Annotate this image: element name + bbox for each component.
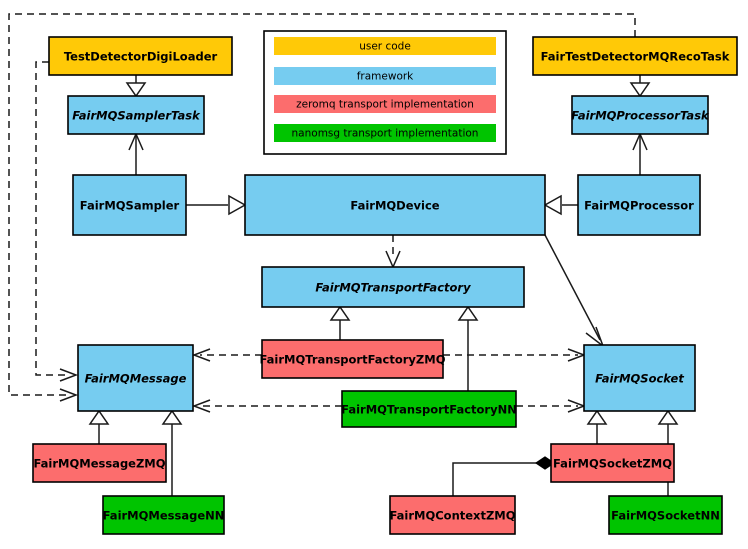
- edge-sampler-to-samplertask: [128, 132, 144, 175]
- node-box: [48, 36, 233, 76]
- node-fairmqtransportfactoryzmq-label: FairMQTransportFactoryZMQ: [259, 353, 445, 367]
- node-fairmqtransportfactory[interactable]: FairMQTransportFactory: [261, 266, 525, 308]
- edge-digiloader-to-message: [35, 61, 79, 382]
- node-box: [583, 344, 696, 412]
- node-box: [571, 95, 709, 135]
- edge-processor-to-processortask: [632, 132, 648, 175]
- legend-swatch-user-code: [274, 37, 496, 55]
- node-box: [389, 495, 516, 535]
- node-fairmqprocessor-label: FairMQProcessor: [584, 199, 694, 213]
- node-box: [608, 495, 723, 535]
- node-fairmqmessagezmq[interactable]: FairMQMessageZMQ: [32, 443, 167, 483]
- node-fairmqprocessor[interactable]: FairMQProcessor: [577, 174, 701, 236]
- node-box: [532, 36, 738, 76]
- node-fairtestdetectormqrecotask[interactable]: FairTestDetectorMQRecoTask: [532, 36, 738, 76]
- node-box: [550, 443, 675, 483]
- node-box: [72, 174, 187, 236]
- node-layer: TestDetectorDigiLoader FairTestDetectorM…: [32, 36, 738, 535]
- legend-label-framework: framework: [357, 71, 414, 83]
- node-fairmqmessagenn-label: FairMQMessageNN: [103, 509, 225, 523]
- edge-tfnn-to-tf: [457, 305, 479, 391]
- edge-device-to-transportfactory: [385, 235, 401, 269]
- edge-processor-to-device: [543, 194, 578, 216]
- edge-tfnn-to-socket: [516, 399, 587, 413]
- node-testdetectordigiloader[interactable]: TestDetectorDigiLoader: [48, 36, 233, 76]
- legend-swatch-zeromq: [274, 95, 496, 113]
- node-fairmqtransportfactorynn[interactable]: FairMQTransportFactoryNN: [341, 390, 517, 428]
- node-box: [341, 390, 517, 428]
- node-fairmqtransportfactoryzmq[interactable]: FairMQTransportFactoryZMQ: [259, 339, 446, 379]
- node-fairmqsocket[interactable]: FairMQSocket: [583, 344, 696, 412]
- edge-recotask-to-message: [8, 13, 636, 402]
- node-box: [261, 339, 444, 379]
- node-fairtestdetectormqrecotask-label: FairTestDetectorMQRecoTask: [541, 50, 730, 64]
- node-box: [577, 174, 701, 236]
- edge-contextzmq-to-socketzmq: [452, 456, 556, 496]
- legend-swatch-framework: [274, 67, 496, 85]
- node-fairmqsampler-label: FairMQSampler: [80, 199, 180, 213]
- node-box: [32, 443, 167, 483]
- node-fairmqcontextzmq[interactable]: FairMQContextZMQ: [389, 495, 516, 535]
- node-fairmqdevice-label: FairMQDevice: [350, 199, 439, 213]
- node-fairmqtransportfactory-label: FairMQTransportFactory: [315, 281, 471, 295]
- edge-messagezmq-to-message: [88, 409, 110, 444]
- edge-socketzmq-to-socket: [586, 409, 608, 444]
- node-fairmqtransportfactorynn-label: FairMQTransportFactoryNN: [341, 403, 517, 417]
- node-fairmqsocketzmq[interactable]: FairMQSocketZMQ: [550, 443, 675, 483]
- legend-item-nanomsg: nanomsg transport implementation: [274, 124, 496, 142]
- node-fairmqmessage[interactable]: FairMQMessage: [77, 344, 194, 412]
- legend-item-zeromq: zeromq transport implementation: [274, 95, 496, 113]
- edge-tfnn-to-message: [191, 399, 342, 413]
- edge-messagenn-to-message: [161, 409, 183, 496]
- edge-recotask-to-processortask: [629, 75, 651, 98]
- legend-item-framework: framework: [274, 67, 496, 85]
- legend-label-zeromq: zeromq transport implementation: [296, 99, 474, 111]
- edge-tfzmq-to-socket: [443, 348, 587, 362]
- node-box: [244, 174, 546, 236]
- node-fairmqmessage-label: FairMQMessage: [85, 372, 187, 386]
- node-fairmqsampler[interactable]: FairMQSampler: [72, 174, 187, 236]
- node-fairmqsocketnn[interactable]: FairMQSocketNN: [608, 495, 723, 535]
- node-fairmqprocessortask-label: FairMQProcessorTask: [571, 109, 710, 123]
- node-box: [67, 95, 205, 135]
- node-box: [102, 495, 225, 535]
- node-fairmqsocketzmq-label: FairMQSocketZMQ: [553, 457, 672, 471]
- node-testdetectordigiloader-label: TestDetectorDigiLoader: [64, 50, 218, 64]
- node-fairmqmessagezmq-label: FairMQMessageZMQ: [33, 457, 165, 471]
- legend-item-user-code: user code: [274, 37, 496, 55]
- node-fairmqsocketnn-label: FairMQSocketNN: [611, 509, 720, 523]
- edge-tfzmq-to-tf: [329, 305, 351, 340]
- node-fairmqmessagenn[interactable]: FairMQMessageNN: [102, 495, 225, 535]
- node-fairmqprocessortask[interactable]: FairMQProcessorTask: [571, 95, 710, 135]
- edge-tfzmq-to-message: [191, 348, 262, 362]
- node-fairmqsamplertask[interactable]: FairMQSamplerTask: [67, 95, 205, 135]
- legend-label-nanomsg: nanomsg transport implementation: [292, 128, 479, 140]
- node-fairmqsocket-label: FairMQSocket: [595, 372, 684, 386]
- node-fairmqsamplertask-label: FairMQSamplerTask: [72, 109, 201, 123]
- node-fairmqcontextzmq-label: FairMQContextZMQ: [389, 509, 515, 523]
- legend-label-user-code: user code: [359, 41, 411, 53]
- edge-digiloader-to-samplertask: [125, 75, 147, 98]
- node-box: [261, 266, 525, 308]
- legend-swatch-nanomsg: [274, 124, 496, 142]
- edge-device-to-socket: [544, 234, 605, 349]
- legend: user code framework zeromq transport imp…: [263, 30, 507, 155]
- node-fairmqdevice[interactable]: FairMQDevice: [244, 174, 546, 236]
- edge-sampler-to-device: [186, 194, 247, 216]
- node-box: [77, 344, 194, 412]
